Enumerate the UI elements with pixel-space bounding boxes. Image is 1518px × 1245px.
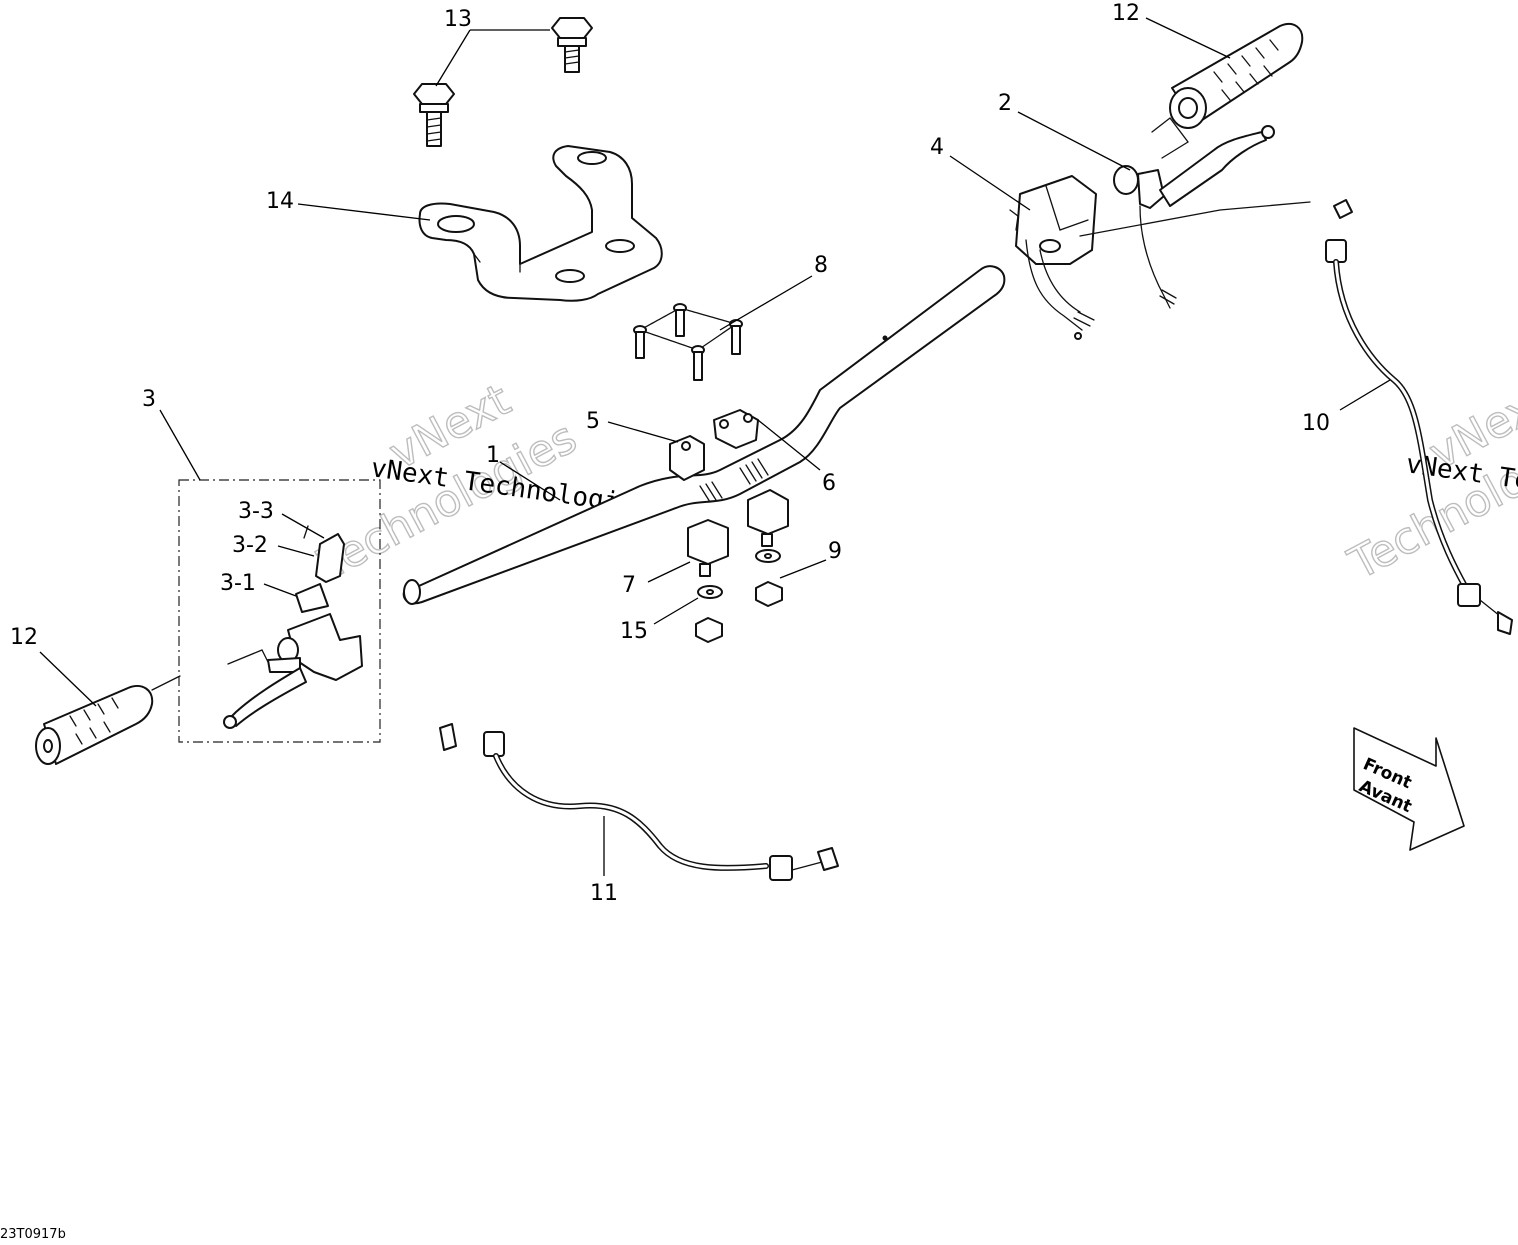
washers-9 [697,549,781,599]
grip-12-right [1151,23,1304,159]
callout-10: 10 [1302,411,1330,436]
figure-reference-code: 23T0917b [0,1227,66,1240]
cable-10 [1325,199,1513,635]
nuts-15 [695,581,783,643]
screws-8 [633,303,743,381]
callout-6: 6 [822,471,836,496]
callout-2: 2 [998,91,1012,116]
callout-3-1: 3-1 [220,571,256,596]
bolt-13-lower [413,83,455,147]
callout-12-left: 12 [10,625,38,650]
switch-housing-4 [1009,175,1097,340]
handlebar-1 [402,265,1006,605]
callout-3-3: 3-3 [238,499,274,524]
callout-labels: 13 12 2 4 14 8 3 5 1 6 10 3-3 3-2 3-1 7 … [10,1,1330,906]
callout-12-right: 12 [1112,1,1140,26]
callout-14: 14 [266,189,294,214]
callout-3-2: 3-2 [232,533,268,558]
callout-1: 1 [486,443,500,468]
callout-11: 11 [590,881,618,906]
mounting-bracket-14 [418,145,663,302]
grip-12-left [35,675,181,765]
clamp-lower-7b [747,489,789,547]
leader-lines [39,17,1391,876]
callout-5: 5 [586,409,600,434]
bolt-13-upper [551,17,593,73]
brake-lever-assembly-3 [178,479,381,743]
callout-15: 15 [620,619,648,644]
callout-3: 3 [142,387,156,412]
assembly-3-outline [178,479,381,743]
clamp-upper-6 [713,409,759,449]
throttle-lever-2 [1079,125,1311,309]
callout-4: 4 [930,135,944,160]
callout-13: 13 [444,7,472,32]
front-direction-arrow: Front Avant [1353,727,1465,851]
clamp-upper-5 [669,435,705,481]
callout-8: 8 [814,253,828,278]
callout-9: 9 [828,539,842,564]
callout-7: 7 [622,573,636,598]
clamp-lower-7 [687,519,729,577]
cable-11 [439,723,839,881]
